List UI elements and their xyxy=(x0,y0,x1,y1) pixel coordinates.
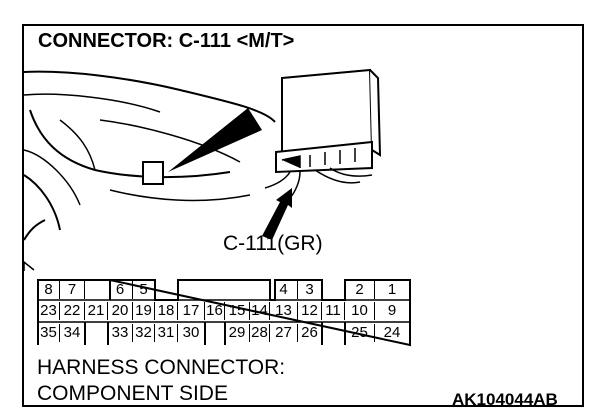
pin-26: 26 xyxy=(298,324,322,342)
figure-code: AK104044AB xyxy=(452,390,558,409)
pin-15: 15 xyxy=(225,302,250,320)
pin-20: 20 xyxy=(108,302,133,320)
pin-33: 33 xyxy=(108,324,133,342)
pin-32: 32 xyxy=(133,324,155,342)
pin-23: 23 xyxy=(38,302,60,320)
harness-caption-line2: COMPONENT SIDE xyxy=(37,382,228,405)
pin-22: 22 xyxy=(60,302,85,320)
diagram-frame xyxy=(22,24,584,407)
pin-9: 9 xyxy=(375,302,410,320)
pin-12: 12 xyxy=(298,302,322,320)
pin-24: 24 xyxy=(375,324,410,342)
pin-8: 8 xyxy=(38,281,60,299)
pin-31: 31 xyxy=(155,324,178,342)
pin-29: 29 xyxy=(225,324,250,342)
pin-30: 30 xyxy=(178,324,205,342)
pin-4: 4 xyxy=(270,281,298,299)
pin-3: 3 xyxy=(298,281,322,299)
diagram-title: CONNECTOR: C-111 <M/T> xyxy=(38,30,295,52)
pin-19: 19 xyxy=(133,302,155,320)
pin-18: 18 xyxy=(155,302,178,320)
pin-34: 34 xyxy=(60,324,85,342)
pin-14: 14 xyxy=(250,302,270,320)
pin-5: 5 xyxy=(133,281,155,299)
pin-35: 35 xyxy=(38,324,60,342)
pin-2: 2 xyxy=(345,281,375,299)
pin-28: 28 xyxy=(250,324,270,342)
pin-11: 11 xyxy=(322,302,345,320)
pin-7: 7 xyxy=(60,281,85,299)
pin-13: 13 xyxy=(270,302,298,320)
harness-caption-line1: HARNESS CONNECTOR: xyxy=(37,356,286,379)
pin-27: 27 xyxy=(270,324,298,342)
connector-callout-label: C-111(GR) xyxy=(223,232,323,255)
pin-16: 16 xyxy=(205,302,225,320)
pin-17: 17 xyxy=(178,302,205,320)
pin-21: 21 xyxy=(85,302,108,320)
pin-25: 25 xyxy=(345,324,375,342)
pin-1: 1 xyxy=(375,281,410,299)
pin-6: 6 xyxy=(108,281,133,299)
pin-10: 10 xyxy=(345,302,375,320)
